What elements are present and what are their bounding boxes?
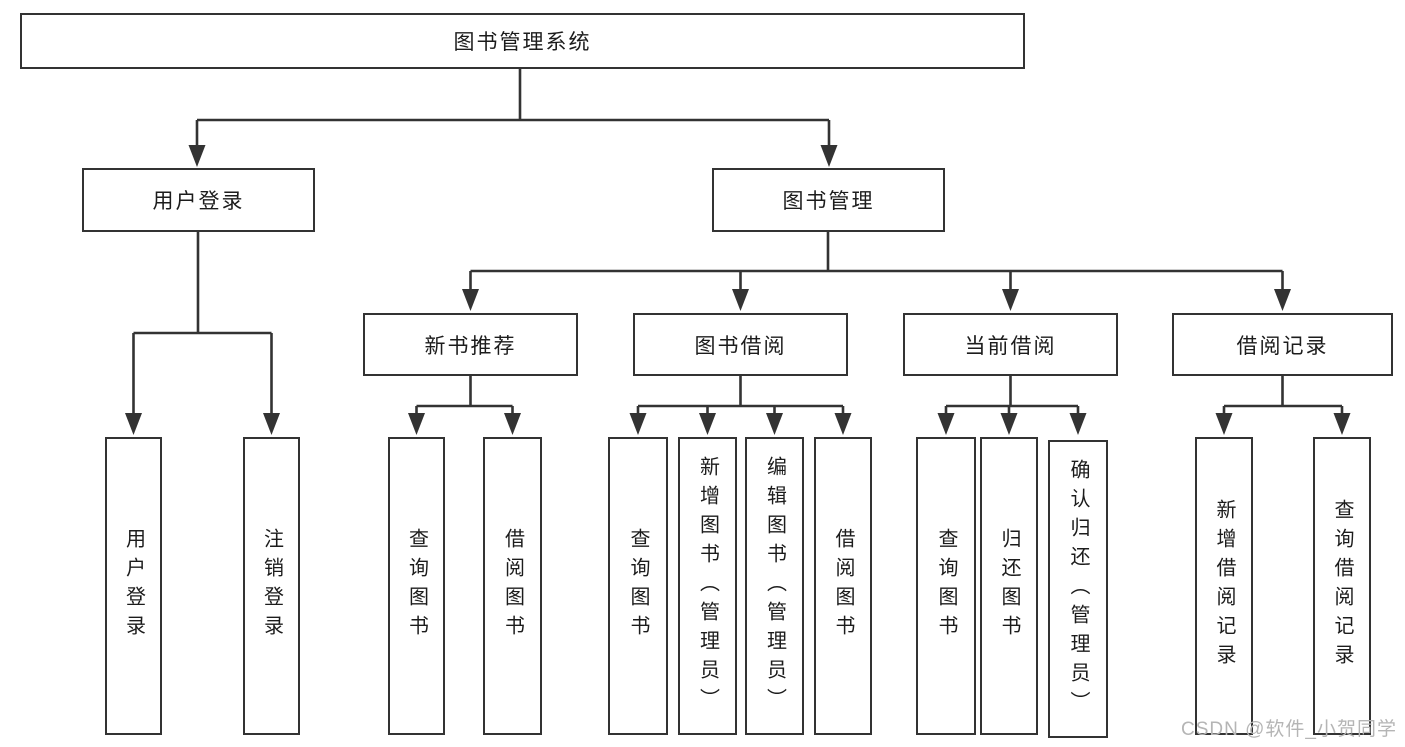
leaf-confirm-return-admin-label: 确认归还（管理员） [1067, 458, 1089, 720]
leaf-query-books-recommend: 查询图书 [388, 437, 445, 735]
node-user-login-label: 用户登录 [152, 190, 245, 213]
leaf-user-login: 用户登录 [105, 437, 162, 735]
leaf-borrow-books-borrowing: 借阅图书 [814, 437, 872, 735]
node-current-borrowing: 当前借阅 [903, 313, 1118, 376]
node-user-login: 用户登录 [82, 168, 315, 232]
leaf-return-book-label: 归还图书 [998, 528, 1020, 644]
node-book-borrowing: 图书借阅 [633, 313, 848, 376]
leaf-query-books-borrowing: 查询图书 [608, 437, 668, 735]
leaf-query-books-recommend-label: 查询图书 [405, 528, 428, 644]
leaf-add-book-admin: 新增图书（管理员） [678, 437, 737, 735]
leaf-edit-book-admin: 编辑图书（管理员） [745, 437, 804, 735]
leaf-logout-label: 注销登录 [260, 528, 283, 644]
node-book-management-label: 图书管理 [782, 190, 875, 213]
leaf-return-book: 归还图书 [980, 437, 1038, 735]
leaf-logout: 注销登录 [243, 437, 300, 735]
leaf-query-borrow-record-label: 查询借阅记录 [1331, 499, 1353, 673]
leaf-add-book-admin-label: 新增图书（管理员） [696, 455, 719, 717]
leaf-query-borrow-record: 查询借阅记录 [1313, 437, 1371, 735]
node-root-label: 图书管理系统 [453, 31, 592, 54]
node-new-book-recommend: 新书推荐 [363, 313, 578, 376]
csdn-watermark: CSDN @软件_小贺同学 [1181, 719, 1397, 740]
leaf-confirm-return-admin: 确认归还（管理员） [1048, 440, 1108, 738]
leaf-add-borrow-record: 新增借阅记录 [1195, 437, 1253, 735]
leaf-add-borrow-record-label: 新增借阅记录 [1213, 499, 1235, 673]
leaf-borrow-books-borrowing-label: 借阅图书 [832, 528, 854, 644]
leaf-borrow-books-recommend-label: 借阅图书 [501, 528, 524, 644]
node-book-management: 图书管理 [712, 168, 945, 232]
node-root-system: 图书管理系统 [20, 13, 1025, 69]
node-book-borrowing-label: 图书借阅 [694, 334, 787, 358]
node-current-borrowing-label: 当前借阅 [964, 334, 1057, 358]
node-borrow-records-label: 借阅记录 [1236, 334, 1329, 358]
leaf-edit-book-admin-label: 编辑图书（管理员） [763, 455, 786, 717]
leaf-query-books-current-label: 查询图书 [935, 528, 957, 644]
node-new-book-recommend-label: 新书推荐 [424, 334, 517, 358]
arrowheads [125, 145, 1351, 435]
leaf-borrow-books-recommend: 借阅图书 [483, 437, 542, 735]
leaf-user-login-label: 用户登录 [122, 528, 145, 644]
node-borrow-records: 借阅记录 [1172, 313, 1393, 376]
leaf-query-books-current: 查询图书 [916, 437, 976, 735]
leaf-query-books-borrowing-label: 查询图书 [627, 528, 649, 644]
